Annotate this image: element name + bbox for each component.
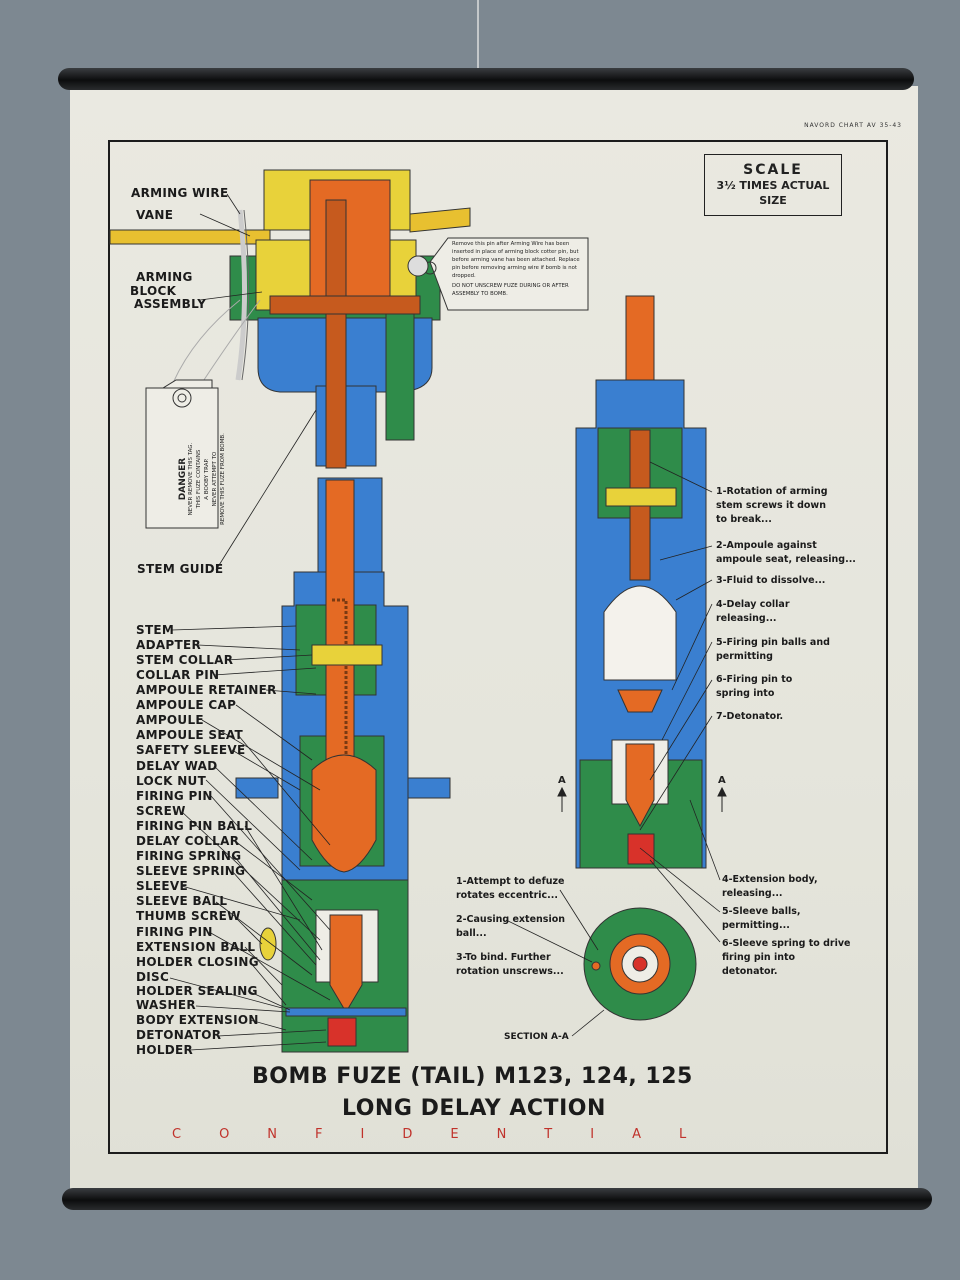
section-label: SECTION A-A	[504, 1032, 569, 1042]
part-label: ADAPTER	[136, 638, 202, 652]
scale-line-2: SIZE	[759, 194, 787, 207]
part-label: STEM	[136, 623, 175, 637]
section-marker-left: A	[558, 775, 566, 786]
scale-line-1: 3½ TIMES ACTUAL	[716, 179, 830, 192]
label-arming-block-1: ARMING	[136, 270, 193, 284]
notice-tag-text: Remove this pin after Arming Wire has be…	[452, 240, 586, 298]
part-label: FIRING SPRING	[136, 849, 242, 863]
section-arrows	[557, 786, 727, 812]
part-label: AMPOULE CAP	[136, 698, 237, 712]
part-label: AMPOULE RETAINER	[136, 683, 277, 697]
scale-box: SCALE 3½ TIMES ACTUAL SIZE	[704, 154, 842, 216]
defuze-step: 2-Causing extension ball...	[456, 914, 565, 939]
booby-step: 6-Sleeve spring to drive firing pin into…	[722, 938, 851, 977]
classification-banner: CONFIDENTIAL	[172, 1127, 725, 1142]
action-step: 4-Delay collar releasing...	[716, 599, 790, 624]
label-vane: VANE	[136, 208, 174, 222]
notice-tag-body: Remove this pin after Arming Wire has be…	[452, 241, 580, 279]
action-step: 1-Rotation of arming stem screws it down…	[716, 486, 828, 525]
action-step: 5-Firing pin balls and permitting	[716, 637, 830, 662]
chart-border	[108, 140, 888, 1154]
booby-step: 4-Extension body, releasing...	[722, 874, 818, 899]
danger-line-2: THIS FUZE CONTAINS	[196, 449, 202, 509]
part-label: BODY EXTENSION	[136, 1013, 259, 1027]
scale-title: SCALE	[743, 162, 803, 178]
booby-step: 5-Sleeve balls, permitting...	[722, 906, 801, 931]
top-hanging-rod	[58, 68, 914, 90]
notice-tag-drawing	[407, 237, 589, 311]
part-label: SLEEVE SPRING	[136, 864, 246, 878]
action-step: 7-Detonator.	[716, 711, 784, 722]
chart-title: BOMB FUZE (TAIL) M123, 124, 125	[252, 1064, 693, 1089]
part-label: LOCK NUT	[136, 774, 207, 788]
danger-tag-drawing	[145, 379, 219, 529]
action-step: 3-Fluid to dissolve...	[716, 575, 826, 586]
part-label: SLEEVE BALL	[136, 894, 228, 908]
chart-subtitle: LONG DELAY ACTION	[342, 1096, 606, 1121]
part-label: COLLAR PIN	[136, 668, 220, 682]
label-arming-block-3: ASSEMBLY	[134, 297, 207, 311]
section-marker-right: A	[718, 775, 726, 786]
label-arming-block-2: BLOCK	[130, 284, 177, 298]
leader-lines	[169, 193, 721, 1051]
danger-heading: DANGER	[178, 457, 188, 501]
action-step: 2-Ampoule against ampoule seat, releasin…	[716, 540, 856, 565]
part-label: FIRING PIN BALL	[136, 819, 253, 833]
label-arming-wire: ARMING WIRE	[131, 186, 229, 200]
part-label: SLEEVE	[136, 879, 188, 893]
part-label: HOLDER CLOSING	[136, 955, 259, 969]
part-label: THUMB SCREW	[136, 909, 241, 923]
part-label: SCREW	[136, 804, 186, 818]
danger-line-1: NEVER REMOVE THIS TAG.	[188, 442, 194, 516]
defuze-step: 1-Attempt to defuze rotates eccentric...	[456, 876, 565, 901]
part-label: DETONATOR	[136, 1028, 222, 1042]
main-fuze-body-drawing	[235, 477, 451, 1053]
defuze-step: 3-To bind. Further rotation unscrews...	[456, 952, 564, 977]
part-label: HOLDER SEALING	[136, 984, 258, 998]
part-label: STEM COLLAR	[136, 653, 234, 667]
danger-line-5: REMOVE THIS FUZE FROM BOMB.	[220, 433, 226, 525]
arming-head-drawing	[109, 169, 471, 469]
action-step: 6-Firing pin to spring into	[716, 674, 793, 699]
part-label: HOLDER	[136, 1043, 194, 1057]
part-label: AMPOULE	[136, 713, 204, 727]
part-label: FIRING PIN	[136, 789, 213, 803]
right-fuze-body-drawing	[575, 295, 707, 869]
danger-line-3: A BOOBY TRAP.	[204, 458, 210, 500]
part-label: WASHER	[136, 998, 196, 1012]
part-label: EXTENSION BALL	[136, 940, 256, 954]
part-label: FIRING PIN	[136, 925, 213, 939]
part-label: DISC	[136, 970, 170, 984]
danger-line-4: NEVER ATTEMPT TO	[212, 451, 218, 507]
section-aa-drawing	[583, 907, 697, 1021]
notice-tag-warning: DO NOT UNSCREW FUZE DURING OR AFTER ASSE…	[452, 283, 569, 297]
part-label: SAFETY SLEEVE	[136, 743, 246, 757]
label-stem-guide: STEM GUIDE	[137, 562, 224, 576]
part-label: AMPOULE SEAT	[136, 728, 243, 742]
chart-id: NAVORD CHART AV 35-43	[804, 122, 902, 129]
danger-tag-text: DANGER NEVER REMOVE THIS TAG. THIS FUZE …	[178, 422, 227, 536]
bottom-hanging-rod	[62, 1188, 932, 1210]
part-label: DELAY WAD	[136, 759, 218, 773]
hanging-string	[477, 0, 479, 80]
part-label: DELAY COLLAR	[136, 834, 240, 848]
